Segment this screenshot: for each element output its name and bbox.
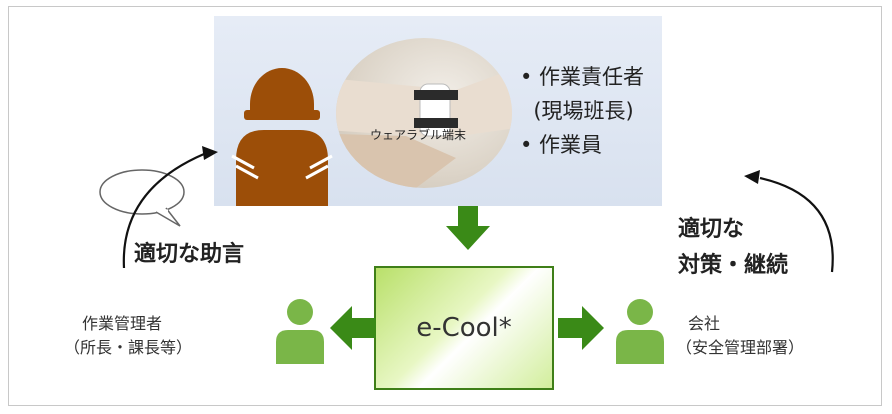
diagram-frame [8, 6, 882, 406]
role-item: (現場班長) [520, 99, 634, 123]
right-arrow-icon [558, 306, 604, 350]
measure-label: 適切な 対策・継続 [678, 212, 788, 284]
left-arrow-icon [330, 306, 376, 350]
advice-label: 適切な助言 [134, 242, 245, 267]
wearable-device-label: ウェアラブル端末 [370, 128, 467, 142]
hand-wearable-icon [336, 69, 512, 188]
manager-label-line1: 作業管理者 [82, 314, 163, 333]
role-list: • 作業責任者 (現場班長) • 作業員 [520, 60, 644, 162]
manager-label-line2: （所長・課長等） [64, 338, 193, 357]
worker-figure [231, 68, 333, 206]
down-arrow-icon [446, 206, 490, 250]
manager-person-icon [276, 299, 324, 364]
company-label: 会社 （安全管理部署） [676, 312, 804, 360]
company-person-icon [616, 299, 664, 364]
measure-label-line1: 適切な [678, 217, 745, 242]
company-label-line2: （安全管理部署） [676, 338, 805, 357]
speech-bubble-icon [99, 169, 185, 227]
company-label-line1: 会社 [688, 314, 721, 333]
wearable-photo [336, 38, 512, 188]
ecool-system-box: e-Cool* [374, 266, 554, 390]
system-label: e-Cool* [416, 313, 512, 343]
measure-label-line2: 対策・継続 [678, 253, 789, 278]
role-item: • 作業責任者 [520, 65, 645, 89]
role-item: • 作業員 [520, 133, 603, 157]
manager-label: 作業管理者 （所長・課長等） [64, 312, 192, 360]
